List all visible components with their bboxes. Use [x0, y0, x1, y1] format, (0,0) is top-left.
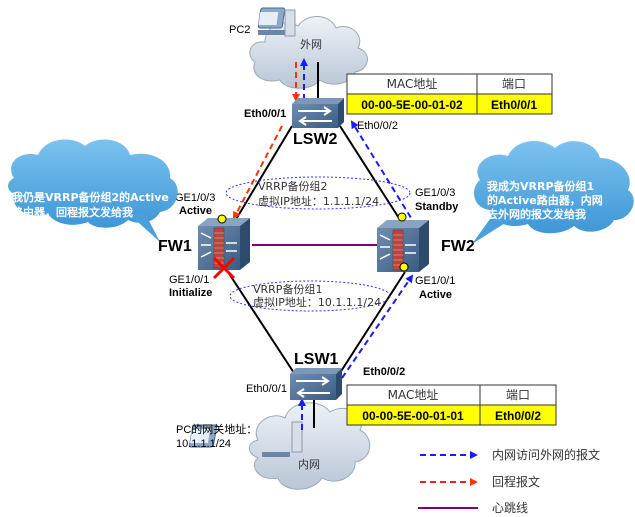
- lsw2-mac-header-mac: MAC地址: [387, 77, 438, 91]
- lsw1-mac-cell-mac: 00-00-5E-00-01-01: [362, 409, 464, 423]
- legend-forward-label: 内网访问外网的报文: [492, 447, 600, 462]
- fw1-firewall: FW1 GE1/0/3 Active GE1/0/1 Initialize: [158, 192, 250, 299]
- lsw2-eth002-label: Eth0/0/2: [357, 120, 398, 132]
- fw2-ge101-state: Active: [419, 289, 452, 301]
- lsw2-switch: LSW2 Eth0/0/1 Eth0/0/2: [244, 98, 398, 148]
- lsw2-mac-cell-mac: 00-00-5E-00-01-02: [361, 98, 463, 112]
- link-lsw2-fw2: [339, 125, 405, 227]
- lsw2-mac-cell-port: Eth0/0/1: [491, 98, 537, 112]
- lsw1-mac-table: MAC地址 端口 00-00-5E-00-01-01 Eth0/0/2: [346, 384, 557, 426]
- lsw1-mac-header-mac: MAC地址: [388, 388, 439, 402]
- links: [227, 62, 406, 428]
- fw2-ge101-port-dot: [399, 262, 409, 272]
- lsw1-mac-header-port: 端口: [506, 388, 530, 402]
- lsw2-label: LSW2: [293, 131, 338, 148]
- fw1-ge103-label: GE1/0/3: [175, 192, 215, 204]
- fw2-ge103-label: GE1/0/3: [415, 187, 455, 199]
- fw1-ge101-state: Initialize: [169, 287, 212, 299]
- internal-network-cloud: 内网: [248, 402, 370, 490]
- vrrp-group2: VRRP备份组2 虚拟IP地址：1.1.1.1/24: [225, 176, 411, 210]
- pc-gateway-label: PC的网关地址：: [176, 422, 257, 436]
- vrrp-group1: VRRP备份组1 虚拟IP地址：10.1.1.1/24: [229, 280, 391, 312]
- fw2-speech-bubble: 我成为VRRP备份组1 的Active路由器，内网 去外网的报文发给我: [472, 141, 634, 244]
- forward-arrow-fw2-to-lsw2: [350, 120, 417, 227]
- pc-gateway-address: 10.1.1.1/24: [176, 438, 231, 450]
- lsw1-mac-cell-port: Eth0/0/2: [495, 409, 541, 423]
- fw2-bubble-line1: 我成为VRRP备份组1: [487, 179, 594, 193]
- forward-traffic-arrows: [298, 58, 417, 430]
- link-fw2-lsw1: [337, 271, 406, 377]
- lsw1-switch: LSW1 Eth0/0/1 Eth0/0/2: [246, 351, 405, 400]
- link-fw1-lsw1: [227, 271, 297, 377]
- legend: 内网访问外网的报文 回程报文 心跳线: [418, 447, 600, 515]
- fw2-bubble-line3: 去外网的报文发给我: [487, 207, 586, 221]
- internal-network-label: 内网: [298, 457, 320, 471]
- lsw1-eth001-label: Eth0/0/1: [246, 383, 287, 395]
- pc2-computer: PC2: [229, 7, 296, 37]
- link-lsw2-fw1: [231, 125, 293, 227]
- fw1-bubble-line2: 路由器，回程报文发给我: [12, 205, 133, 219]
- legend-return-label: 回程报文: [492, 474, 540, 489]
- vrrp-group1-name: VRRP备份组1: [253, 282, 322, 296]
- fw1-ge101-failure-x-icon: [212, 256, 236, 280]
- internal-pc-computer: PC的网关地址： 10.1.1.1/24: [176, 421, 303, 457]
- external-network-label: 外网: [300, 38, 322, 51]
- return-arrow-lsw2-to-fw1: [233, 125, 283, 220]
- lsw2-mac-header-port: 端口: [502, 77, 526, 91]
- fw1-ge103-state: Active: [179, 205, 212, 217]
- legend-heartbeat-label: 心跳线: [492, 501, 528, 515]
- lsw2-mac-table: MAC地址 端口 00-00-5E-00-01-02 Eth0/0/1: [346, 73, 553, 115]
- fw2-bubble-line2: 的Active路由器，内网: [487, 193, 603, 207]
- fw1-ge103-port-dot: [217, 214, 227, 224]
- fw2-firewall: FW2 GE1/0/3 Standby GE1/0/1 Active: [377, 187, 475, 301]
- fw1-bubble-line1: 我仍是VRRP备份组2的Active: [12, 190, 169, 204]
- fw2-ge101-label: GE1/0/1: [415, 275, 455, 287]
- lsw1-eth002-label: Eth0/0/2: [363, 366, 405, 378]
- lsw1-label: LSW1: [294, 351, 339, 368]
- vrrp-group2-vip: 虚拟IP地址：1.1.1.1/24: [258, 194, 379, 208]
- fw2-label: FW2: [441, 238, 475, 255]
- forward-arrow-lsw1-to-fw2: [341, 274, 414, 379]
- lsw2-eth001-label: Eth0/0/1: [244, 108, 286, 120]
- return-traffic-arrows: [233, 62, 300, 220]
- vrrp-group1-vip: 虚拟IP地址：10.1.1.1/24: [253, 295, 381, 309]
- pc2-label: PC2: [229, 24, 250, 36]
- fw2-ge103-port-dot: [397, 212, 407, 222]
- fw1-speech-bubble: 我仍是VRRP备份组2的Active 路由器，回程报文发给我: [8, 139, 178, 242]
- fw1-label: FW1: [158, 238, 192, 255]
- fw1-ge101-label: GE1/0/1: [169, 274, 209, 286]
- fw2-ge103-state: Standby: [415, 201, 459, 213]
- vrrp-group2-name: VRRP备份组2: [258, 179, 327, 193]
